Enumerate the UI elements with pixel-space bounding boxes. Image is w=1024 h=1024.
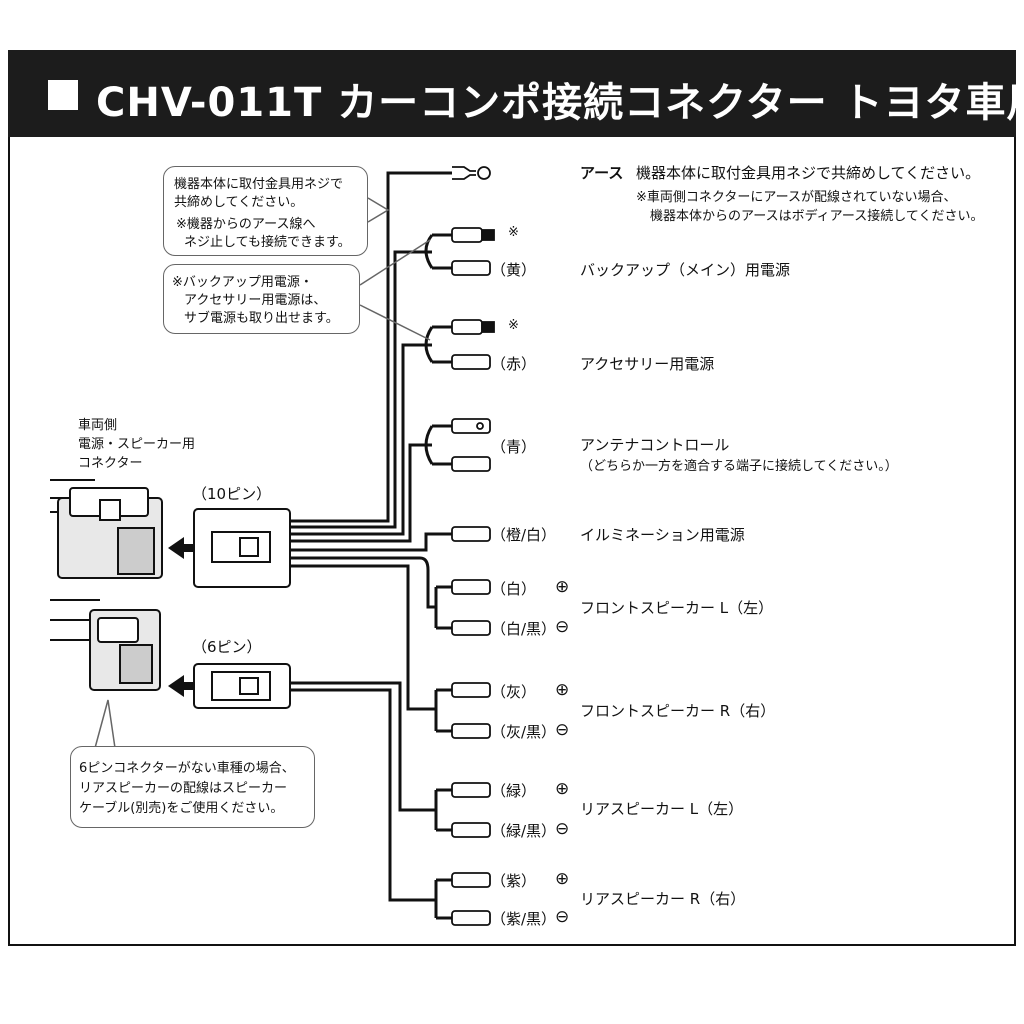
wire-color-label: （橙/白） <box>491 526 557 544</box>
ten-pin-label: （10ピン） <box>192 485 272 503</box>
earth-note: ※車両側コネクターにアースが配線されていない場合、 <box>636 190 957 205</box>
wire-color-label: （緑/黒） <box>491 822 557 840</box>
wire-acc-sub <box>424 325 452 364</box>
earth-label: アース <box>580 164 624 182</box>
page-title: CHV-011T カーコンポ接続コネクター トヨタ車用 <box>96 80 1024 126</box>
six-pin-connector-icon <box>193 663 291 709</box>
minus-icon: ⊖ <box>555 617 570 637</box>
wire-color-label: （白） <box>491 580 537 598</box>
terminal-illum-icon <box>451 526 491 542</box>
wire-earth <box>290 171 452 523</box>
minus-icon: ⊖ <box>555 720 570 740</box>
title-square-icon <box>48 80 78 110</box>
arrow-left-icon <box>168 537 194 559</box>
earth-terminal-icon <box>452 166 476 180</box>
six-pin-note-line: リアスピーカーの配線はスピーカー <box>79 781 288 796</box>
plus-icon: ⊕ <box>555 577 570 597</box>
wire-color-label: （灰/黒） <box>491 723 557 741</box>
plus-icon: ⊕ <box>555 779 570 799</box>
terminal-backup-icon <box>451 260 491 276</box>
wire-antenna-sub <box>424 424 452 466</box>
acc-label: アクセサリー用電源 <box>580 355 715 373</box>
terminal-backup-sub-icon <box>451 227 495 243</box>
wire-antenna <box>290 443 432 543</box>
front-l-label: フロントスピーカー L（左） <box>580 599 774 617</box>
backup-label: バックアップ（メイン）用電源 <box>580 261 791 279</box>
power-note-bubble: ※バックアップ用電源・ アクセサリー用電源は、 サブ電源も取り出せます。 <box>163 264 360 334</box>
wire-front-r <box>290 564 436 711</box>
power-note-line: サブ電源も取り出せます。 <box>184 311 339 326</box>
title-bar <box>8 50 1016 137</box>
wire-backup <box>290 250 432 529</box>
power-note-line: アクセサリー用電源は、 <box>184 293 327 308</box>
power-note-line: ※バックアップ用電源・ <box>172 275 313 290</box>
wire-color-label: （紫） <box>491 872 537 890</box>
terminal-antenna-icon <box>451 456 491 472</box>
illum-label: イルミネーション用電源 <box>580 526 745 544</box>
vehicle-6pin-connector-icon <box>50 599 161 691</box>
vehicle-connector-label: コネクター <box>78 456 143 471</box>
vehicle-10pin-connector-icon <box>50 479 163 579</box>
minus-icon: ⊖ <box>555 819 570 839</box>
minus-icon: ⊖ <box>555 907 570 927</box>
ground-note-line: 機器本体に取付金具用ネジで <box>174 177 344 192</box>
wire-rear-r <box>290 688 436 902</box>
wire-color-label: （赤） <box>491 355 537 373</box>
antenna-label: アンテナコントロール <box>580 436 730 454</box>
wire-rear-l <box>290 681 436 812</box>
wire-color-label: （灰） <box>491 683 537 701</box>
six-pin-note-line: ケーブル(別売)をご使用ください。 <box>79 801 284 816</box>
wire-illum <box>290 532 452 552</box>
ten-pin-connector-icon <box>193 508 291 588</box>
wire-color-label: （紫/黒） <box>491 910 557 928</box>
front-r-label: フロントスピーカー R（右） <box>580 702 776 720</box>
ground-note-line: ネジ止しても接続できます。 <box>184 235 351 250</box>
vehicle-connector-label: 車両側 <box>78 418 118 433</box>
antenna-note: （どちらか一方を適合する端子に接続してください。） <box>580 459 898 474</box>
earth-desc: 機器本体に取付金具用ネジで共締めしてください。 <box>636 164 981 182</box>
arrow-left-icon <box>168 675 194 697</box>
wire-color-label: （緑） <box>491 782 537 800</box>
six-pin-label: （6ピン） <box>192 638 262 656</box>
six-pin-note-bubble: 6ピンコネクターがない車種の場合、 リアスピーカーの配線はスピーカー ケーブル(… <box>70 746 315 828</box>
vehicle-connector-label: 電源・スピーカー用 <box>78 437 196 452</box>
wire-color-label: （青） <box>491 438 537 456</box>
wire-backup-sub <box>424 233 452 270</box>
ground-note-line: 共締めしてください。 <box>174 195 304 210</box>
wire-color-label: （黄） <box>491 261 537 279</box>
ground-note-line: ※機器からのアース線へ <box>176 217 316 232</box>
ground-note-bubble: 機器本体に取付金具用ネジで 共締めしてください。 ※機器からのアース線へ ネジ止… <box>163 166 368 256</box>
rear-r-label: リアスピーカー R（右） <box>580 890 746 908</box>
wire-color-label: （白/黒） <box>491 620 557 638</box>
earth-note: 機器本体からのアースはボディアース接続してください。 <box>650 209 984 224</box>
terminal-acc-sub-icon <box>451 319 495 335</box>
plus-icon: ⊕ <box>555 869 570 889</box>
terminal-acc-icon <box>451 354 491 370</box>
wire-acc <box>290 343 432 536</box>
wire-front-l <box>290 556 436 609</box>
rear-l-label: リアスピーカー L（左） <box>580 800 744 818</box>
terminal-antenna-sub-icon <box>451 418 491 434</box>
asterisk-mark: ※ <box>508 318 519 333</box>
plus-icon: ⊕ <box>555 680 570 700</box>
asterisk-mark: ※ <box>508 225 519 240</box>
six-pin-note-line: 6ピンコネクターがない車種の場合、 <box>79 761 295 776</box>
